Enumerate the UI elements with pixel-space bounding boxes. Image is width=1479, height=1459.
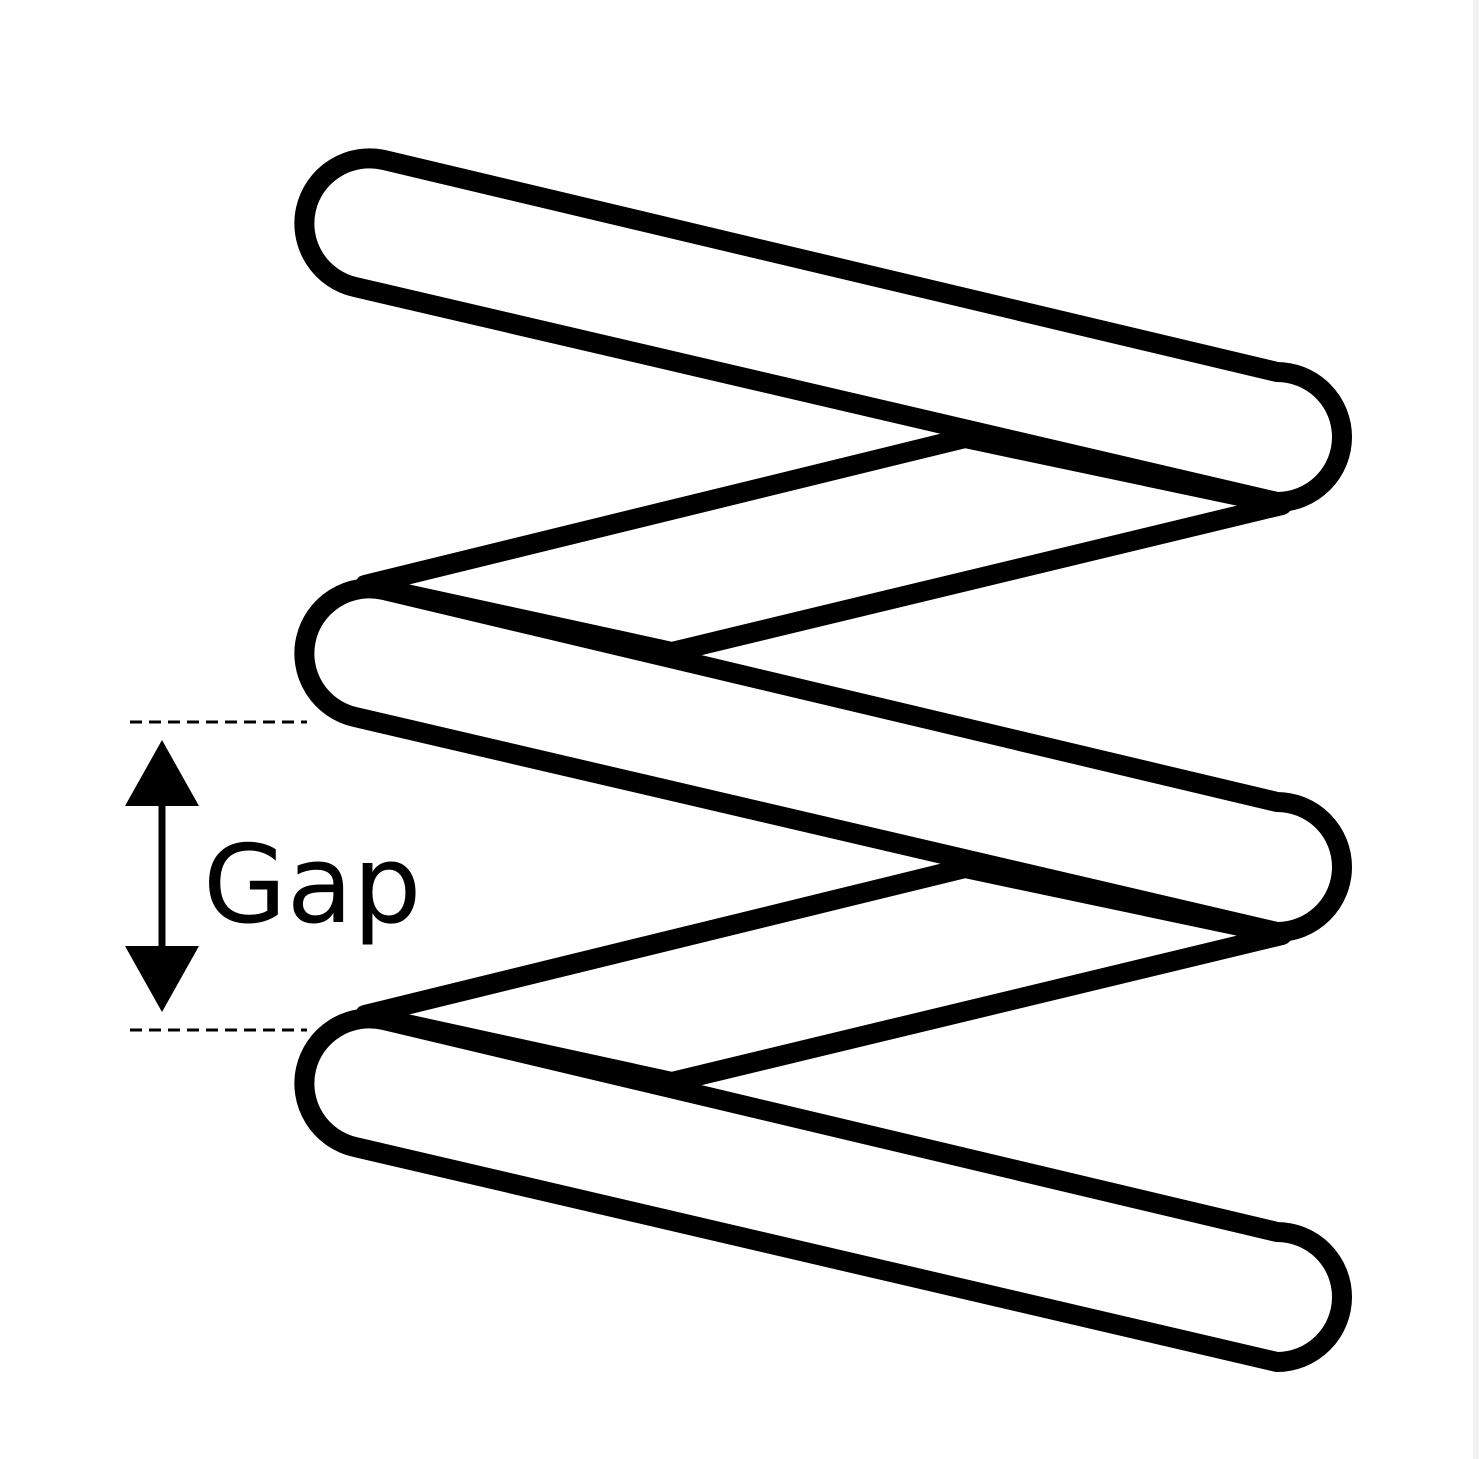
- front-coils: [294, 148, 1352, 1372]
- coil-loop-3: [294, 1008, 1352, 1372]
- gap-arrow-head-up-icon: [125, 740, 199, 806]
- gap-arrow-head-down-icon: [125, 946, 199, 1012]
- gap-dimension: Gap: [125, 720, 421, 1032]
- coil-loop-2: [294, 578, 1352, 942]
- coil-loop-1: [294, 148, 1352, 512]
- page-edge-shadow: [1473, 0, 1479, 1459]
- gap-label: Gap: [203, 823, 421, 948]
